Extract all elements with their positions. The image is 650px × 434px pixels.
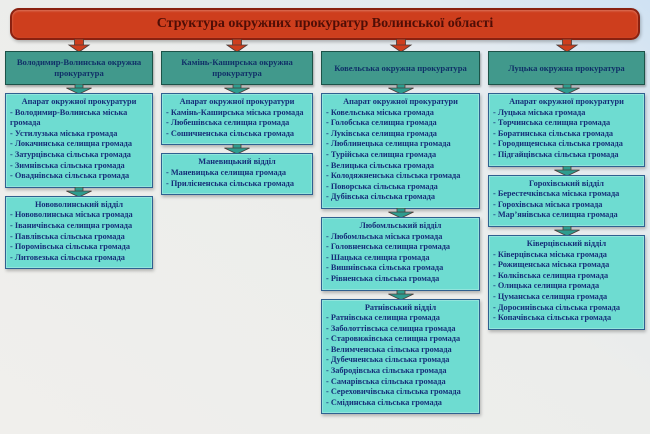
box-title: Апарат окружної прокуратури	[21, 97, 137, 106]
list-item: Забродівська сільська громада	[326, 366, 475, 377]
list-item: Зимнівська сільська громада	[10, 161, 148, 172]
down-arrow-icon	[386, 83, 416, 95]
down-arrow-icon	[386, 207, 416, 219]
list-item: Іваничівська селищна громада	[10, 221, 148, 232]
list-item: Устилузька міська громада	[10, 129, 148, 140]
list-item: Горохівська міська громада	[493, 200, 640, 211]
list-item: Цуманська селищна громада	[493, 292, 640, 303]
list-item: Городищенська сільська громада	[493, 139, 640, 150]
list-item: Самарівська сільська громада	[326, 377, 475, 388]
list-item: Затурцівська сільська громада	[10, 150, 148, 161]
chart-title: Структура окружних прокуратур Волинської…	[10, 8, 640, 40]
org-box: Маневицький відділМаневицька селищна гро…	[161, 153, 313, 196]
list-item: Старовижівська селищна громада	[326, 334, 475, 345]
list-item: Берестечківська міська громада	[493, 189, 640, 200]
org-box: Любомльський відділЛюбомльська міська гр…	[321, 216, 480, 291]
box-title: Апарат окружної прокуратури	[343, 97, 458, 106]
list-item: Нововолинська міська громада	[10, 210, 148, 221]
list-item: Торчинська селищна громада	[493, 118, 640, 129]
org-box: Апарат окружної прокуратуриКовельська мі…	[321, 93, 480, 209]
list-item: Володимир-Волинська міська громада	[10, 108, 148, 129]
list-item: Олицька селищна громада	[493, 281, 640, 292]
list-item: Боратинська сільська громада	[493, 129, 640, 140]
list-item: Шацька селищна громада	[326, 253, 475, 264]
org-box: Нововолинський відділНововолинська міськ…	[5, 195, 153, 270]
list-item: Любомльська міська громада	[326, 232, 475, 243]
list-item: Дубівська сільська громада	[326, 192, 475, 203]
list-item: Ратнівська селищна громада	[326, 313, 475, 324]
list-item: Турійська селищна громада	[326, 150, 475, 161]
column-header: Володимир-Волинська окружна прокуратура	[5, 51, 153, 85]
list-item: Доросинівська сільська громада	[493, 303, 640, 314]
box-title: Горохівський відділ	[529, 178, 604, 188]
down-arrow-icon	[552, 165, 582, 177]
list-item: Мар’янівська селищна громада	[493, 210, 640, 221]
list-item: Ковельська міська громада	[326, 108, 475, 119]
box-title: Апарат окружної прокуратури	[179, 97, 295, 106]
list-item: Луківська селищна громада	[326, 129, 475, 140]
list-item: Вишнівська сільська громада	[326, 263, 475, 274]
down-arrow-icon	[225, 38, 249, 53]
list-item: Велицька сільська громада	[326, 161, 475, 172]
column-header: Камінь-Каширська окружна прокуратура	[161, 51, 313, 85]
list-item: Литовезька сільська громада	[10, 253, 148, 264]
down-arrow-icon	[64, 83, 94, 95]
list-item: Колодяжненська сільська громада	[326, 171, 475, 182]
box-title: Ратнівський відділ	[364, 302, 437, 312]
list-item: Заболоттівська селищна громада	[326, 324, 475, 335]
list-item: Камінь-Каширська міська громада	[166, 108, 308, 119]
box-title: Ківерцівський відділ	[526, 238, 607, 248]
down-arrow-icon	[386, 289, 416, 300]
column-header: Ковельська окружна прокуратура	[321, 51, 480, 85]
org-box: Ратнівський відділРатнівська селищна гро…	[321, 298, 480, 415]
down-arrow-icon	[222, 83, 252, 95]
list-item: Дубечненська сільська громада	[326, 355, 475, 366]
list-item: Рівненська сільська громада	[326, 274, 475, 285]
list-item: Рожищенська міська громада	[493, 260, 640, 271]
list-item: Локачинська селищна громада	[10, 139, 148, 150]
list-item: Підгайцівська сільська громада	[493, 150, 640, 161]
list-item: Любешівська селищна громада	[166, 118, 308, 129]
box-title: Маневицький відділ	[198, 157, 276, 167]
down-arrow-icon	[552, 83, 582, 95]
org-box: Апарат окружної прокуратуриЛуцька міська…	[488, 93, 645, 167]
list-item: Копачівська сільська громада	[493, 313, 640, 324]
down-arrow-icon	[64, 186, 94, 198]
down-arrow-icon	[389, 38, 413, 53]
list-item: Велимченська сільська громада	[326, 345, 475, 356]
list-item: Маневицька селищна громада	[166, 168, 308, 179]
list-item: Оваднівська сільська громада	[10, 171, 148, 182]
list-item: Поворська сільська громада	[326, 182, 475, 193]
column-header: Луцька окружна прокуратура	[488, 51, 645, 85]
list-item: Луцька міська громада	[493, 108, 640, 119]
down-arrow-icon	[552, 225, 582, 237]
org-box: Ківерцівський відділКіверцівська міська …	[488, 234, 645, 330]
box-title: Апарат окружної прокуратури	[509, 97, 624, 106]
list-item: Сереховичівська сільська громада	[326, 387, 475, 398]
list-item: Поромівська сільська громада	[10, 242, 148, 253]
org-box: Горохівський відділБерестечківська міськ…	[488, 174, 645, 227]
box-title: Нововолинський відділ	[34, 199, 124, 209]
list-item: Павлівська сільська громада	[10, 232, 148, 243]
list-item: Смідинська сільська громада	[326, 398, 475, 409]
list-item: Колківська селищна громада	[493, 271, 640, 282]
list-item: Прилісненська сільська громада	[166, 179, 308, 190]
list-item: Сошичненська сільська громада	[166, 129, 308, 140]
list-item: Ківерцівська міська громада	[493, 250, 640, 261]
list-item: Голобська селищна громада	[326, 118, 475, 129]
list-item: Головненська селищна громада	[326, 242, 475, 253]
down-arrow-icon	[555, 38, 579, 53]
list-item: Люблинецька селищна громада	[326, 139, 475, 150]
box-title: Любомльський відділ	[359, 220, 442, 230]
org-box: Апарат окружної прокуратуриКамінь-Каширс…	[161, 93, 313, 146]
down-arrow-icon	[67, 38, 91, 53]
org-box: Апарат окружної прокуратуриВолодимир-Вол…	[5, 93, 153, 188]
down-arrow-icon	[222, 143, 252, 155]
